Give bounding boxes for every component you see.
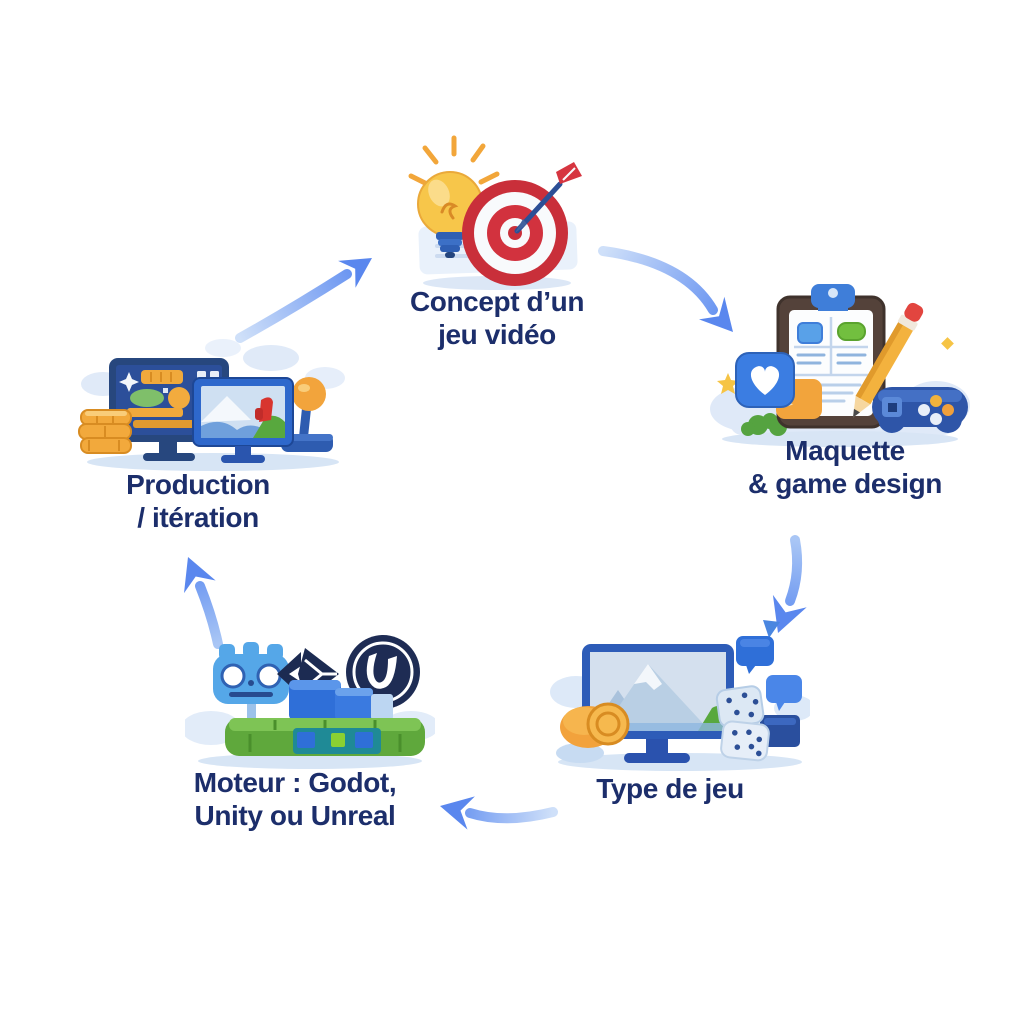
maquette-label-line2: & game design: [748, 468, 942, 499]
maquette-illustration: [710, 283, 970, 448]
concept-label: Concept d’un jeu vidéo: [377, 285, 617, 351]
type-de-jeu-illustration: [550, 620, 810, 777]
speech-bubbles-icon: [736, 620, 802, 711]
game-monitor-icon: [192, 377, 294, 463]
dice-icon: [715, 685, 770, 762]
moteur-label-line1: Moteur : Godot,: [193, 767, 397, 798]
pencil-icon: [853, 302, 924, 418]
joystick-icon: [281, 377, 333, 452]
production-label-line1: Production: [126, 469, 270, 500]
bush-icon: [741, 413, 787, 436]
dart-target-icon: [462, 162, 582, 286]
platform-blocks-icon: [225, 680, 425, 756]
production-label-line2: / itération: [137, 502, 259, 533]
concept-label-line1: Concept d’un: [409, 286, 585, 317]
type-de-jeu-label-line1: Type de jeu: [596, 773, 744, 804]
godot-logo-icon: [213, 642, 289, 722]
maquette-label: Maquette & game design: [725, 434, 965, 500]
arrow-type-to-moteur: [440, 796, 558, 830]
maquette-label-line1: Maquette: [785, 435, 905, 466]
sparkle-icon: [941, 337, 954, 350]
lightbulb-icon: [408, 135, 500, 258]
concept-label-line2: jeu vidéo: [438, 319, 556, 350]
arrow-production-to-concept: [235, 258, 372, 343]
pebble: [556, 743, 604, 763]
coin-stack-icon: [78, 409, 132, 454]
production-label: Production / itération: [78, 468, 318, 534]
moteur-illustration: [185, 630, 435, 772]
gamepad-icon: [872, 387, 968, 433]
moteur-label: Moteur : Godot, Unity ou Unreal: [175, 766, 415, 832]
concept-illustration: [397, 132, 597, 292]
moteur-label-line2: Unity ou Unreal: [194, 800, 396, 831]
coins-icon: [560, 702, 630, 748]
box-icon: [760, 715, 800, 747]
type-de-jeu-label: Type de jeu: [550, 772, 790, 805]
production-illustration: [75, 338, 345, 475]
star-icon: [717, 373, 739, 394]
heart-chat-icon: [735, 352, 795, 408]
shadow: [198, 753, 422, 769]
